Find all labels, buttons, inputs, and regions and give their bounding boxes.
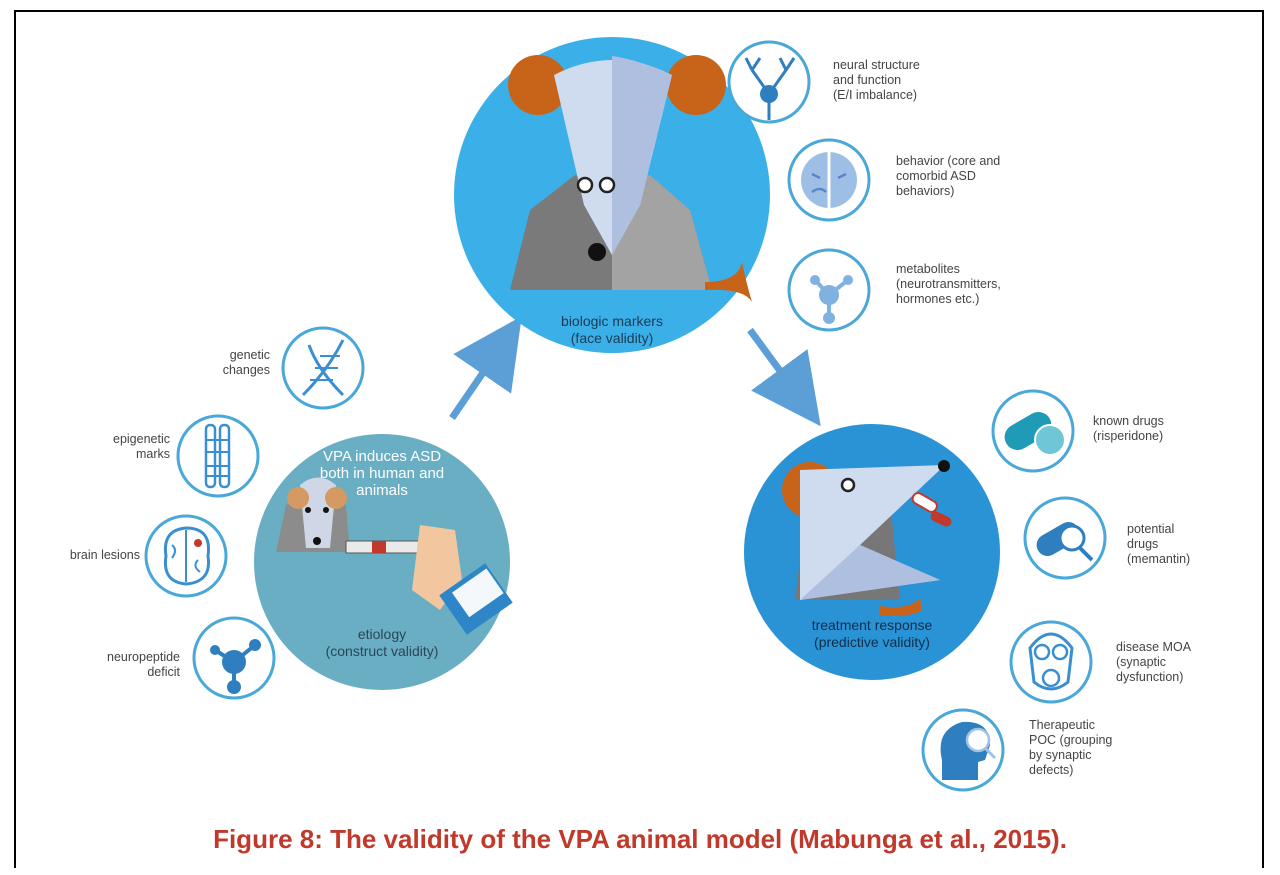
predictive-item-disease-moa: disease MOA (synaptic dysfunction) [1116, 640, 1191, 685]
predictive-hub-line2: (predictive validity) [814, 634, 930, 650]
face-item-behavior-line3: behaviors) [896, 184, 955, 198]
neuron-icon [727, 40, 811, 124]
predictive-item-therapeutic-poc-line2: POC (grouping [1029, 733, 1113, 747]
predictive-item-therapeutic-poc-line4: defects) [1029, 763, 1074, 777]
faces-icon [787, 138, 871, 222]
predictive-item-disease-moa-line2: (synaptic [1116, 655, 1167, 669]
gas-mask-icon [1009, 620, 1093, 704]
predictive-item-potential-drugs-line3: (memantin) [1127, 552, 1191, 566]
predictive-item-potential-drugs-line1: potential [1127, 522, 1175, 536]
chromosome-icon [176, 414, 260, 498]
face-item-neural-line3: (E/I imbalance) [833, 88, 918, 102]
construct-hub-line1: etiology [357, 626, 407, 642]
construct-item-genetic-line1: genetic [229, 348, 270, 362]
predictive-hub-line1: treatment response [811, 617, 933, 633]
construct-item-neuropeptide: neuropeptide deficit [70, 650, 180, 680]
arrow-face-to-predictive [747, 327, 821, 427]
construct-item-epigenetic-line2: marks [135, 447, 170, 461]
construct-validity-hub [254, 434, 513, 690]
face-item-metabolites-line3: hormones etc.) [896, 292, 980, 306]
face-item-behavior-line1: behavior (core and [896, 154, 1001, 168]
arrow-construct-to-face [449, 316, 522, 420]
construct-hub-top-label: VPA induces ASD both in human and animal… [282, 448, 482, 499]
construct-top-line3: animals [356, 482, 408, 499]
predictive-item-known-drugs-line2: (risperidone) [1093, 429, 1164, 443]
construct-item-epigenetic-line1: epigenetic [113, 432, 170, 446]
figure-caption: Figure 8: The validity of the VPA animal… [213, 824, 1067, 854]
face-hub-line1: biologic markers [561, 313, 663, 329]
predictive-item-known-drugs: known drugs (risperidone) [1093, 414, 1164, 444]
predictive-validity-hub [744, 424, 1000, 680]
construct-item-genetic: genetic changes [170, 348, 270, 378]
predictive-hub-label: treatment response (predictive validity) [772, 617, 972, 651]
dna-icon [281, 326, 365, 410]
construct-item-brain-line1: brain lesions [69, 548, 140, 562]
predictive-item-therapeutic-poc-line1: Therapeutic [1029, 718, 1096, 732]
head-search-icon [921, 708, 1005, 792]
face-hub-line2: (face validity) [570, 330, 654, 346]
construct-item-neuropeptide-line2: deficit [147, 665, 180, 679]
predictive-item-potential-drugs: potential drugs (memantin) [1127, 522, 1190, 567]
construct-item-genetic-line2: changes [222, 363, 270, 377]
brain-icon [144, 514, 228, 598]
predictive-item-disease-moa-line3: dysfunction) [1116, 670, 1184, 684]
predictive-item-therapeutic-poc: Therapeutic POC (grouping by synaptic de… [1029, 718, 1112, 778]
molecule-icon [787, 248, 871, 332]
face-item-metabolites-line2: (neurotransmitters, [896, 277, 1001, 291]
construct-item-neuropeptide-line1: neuropeptide [107, 650, 180, 664]
face-item-neural: neural structure and function (E/I imbal… [833, 58, 920, 103]
face-item-behavior-line2: comorbid ASD [896, 169, 976, 183]
predictive-item-therapeutic-poc-line3: by synaptic [1029, 748, 1092, 762]
face-item-neural-line2: and function [833, 73, 902, 87]
pills-icon [991, 389, 1075, 473]
face-hub-label: biologic markers (face validity) [512, 313, 712, 347]
predictive-item-potential-drugs-line2: drugs [1127, 537, 1159, 551]
figure-frame [14, 10, 1264, 868]
face-item-metabolites-line1: metabolites [896, 262, 960, 276]
construct-hub-label: etiology (construct validity) [282, 626, 482, 660]
construct-item-epigenetic: epigenetic marks [60, 432, 170, 462]
face-item-neural-line1: neural structure [833, 58, 920, 72]
construct-item-brain: brain lesions [30, 548, 140, 563]
construct-hub-line2: (construct validity) [325, 643, 439, 659]
neuropeptide-icon [192, 616, 276, 700]
construct-top-line1: VPA induces ASD [322, 448, 442, 465]
construct-top-line2: both in human and [319, 465, 445, 482]
predictive-item-disease-moa-line1: disease MOA [1116, 640, 1192, 654]
face-validity-hub [454, 37, 770, 353]
magnifier-icon [1023, 496, 1107, 580]
face-item-behavior: behavior (core and comorbid ASD behavior… [896, 154, 1000, 199]
predictive-item-known-drugs-line1: known drugs [1093, 414, 1164, 428]
face-item-metabolites: metabolites (neurotransmitters, hormones… [896, 262, 1001, 307]
